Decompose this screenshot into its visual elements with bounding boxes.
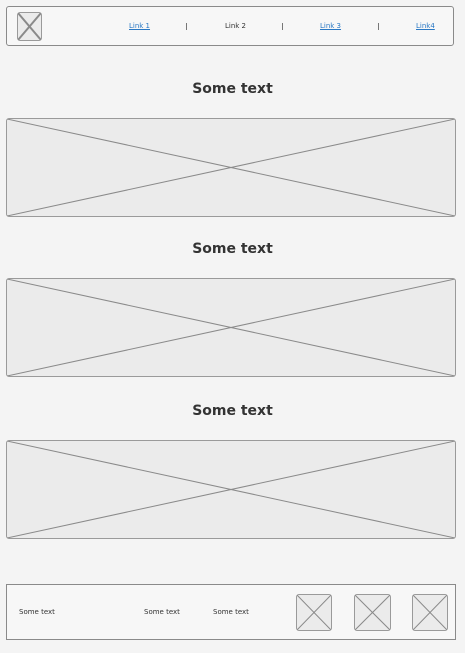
nav-separator	[186, 23, 187, 30]
section-heading: Some text	[192, 81, 273, 97]
section-heading: Some text	[192, 241, 273, 257]
footer-image-placeholder-icon[interactable]	[354, 594, 391, 631]
nav-link-2-current[interactable]: Link 2	[225, 22, 247, 30]
top-nav-bar: Link 1 Link 2 Link 3 Link4	[6, 6, 454, 46]
section-image-placeholder-icon	[6, 440, 456, 539]
nav-link-1[interactable]: Link 1	[129, 22, 151, 30]
nav-link-3[interactable]: Link 3	[320, 22, 342, 30]
footer-image-placeholder-icon[interactable]	[412, 594, 448, 631]
nav-separator	[282, 23, 283, 30]
footer-text: Some text	[144, 608, 180, 616]
footer-text: Some text	[19, 608, 55, 616]
footer-image-placeholder-icon[interactable]	[296, 594, 332, 631]
section-heading: Some text	[192, 403, 273, 419]
footer-bar: Some text Some text Some text	[6, 584, 456, 640]
logo-image-placeholder-icon[interactable]	[17, 12, 42, 41]
section-image-placeholder-icon	[6, 278, 456, 377]
footer-text: Some text	[213, 608, 249, 616]
nav-separator	[378, 23, 379, 30]
nav-link-4[interactable]: Link4	[416, 22, 435, 30]
section-image-placeholder-icon	[6, 118, 456, 217]
